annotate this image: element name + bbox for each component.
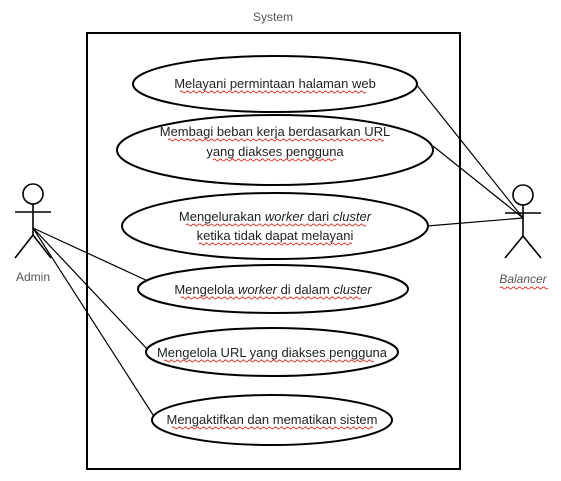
use-case-ellipse xyxy=(151,394,393,446)
actor-left-leg xyxy=(504,235,524,259)
use-case-6-text-run: Mengaktifkan dan mematikan sistem xyxy=(167,412,378,427)
association-balancer-uc3 xyxy=(426,217,524,227)
use-case-4-label: Mengelola worker di dalam cluster xyxy=(174,282,372,297)
use-case-6: Mengaktifkan dan mematikan sistem xyxy=(151,394,393,446)
use-case-3-label-line2: ketika tidak dapat melayani xyxy=(197,228,354,243)
use-case-ellipse xyxy=(137,264,409,314)
balancer-actor xyxy=(504,184,542,259)
use-case-3-label-line1: Mengelurakan worker dari cluster xyxy=(179,209,372,224)
association-balancer-uc2 xyxy=(432,145,524,219)
use-case-3-text-run: ketika tidak dapat melayani xyxy=(197,228,354,243)
balancer-associations xyxy=(415,83,524,227)
use-case-3-text-run: dari xyxy=(304,209,333,224)
use-case-2-text-run: Membagi beban kerja berdasarkan URL xyxy=(160,124,391,139)
system-boundary xyxy=(86,32,461,470)
use-case-ellipse xyxy=(116,114,434,186)
balancer-actor-label: Balancer xyxy=(499,272,547,286)
use-case-4-text-run: di dalam xyxy=(277,282,333,297)
association-admin-uc6 xyxy=(32,227,156,419)
use-case-2: Membagi beban kerja berdasarkan URL yang… xyxy=(116,114,434,186)
actor-head xyxy=(22,183,44,205)
use-case-ellipse xyxy=(145,327,399,377)
use-case-1: Melayani permintaan halaman web xyxy=(132,55,418,113)
use-case-ellipse xyxy=(132,55,418,113)
use-case-3-text-run: worker xyxy=(265,209,305,224)
spellcheck-underlines xyxy=(163,90,385,430)
actor-head xyxy=(512,184,534,206)
actor-right-leg xyxy=(32,234,52,259)
use-case-2-label-line2: yang diakses pengguna xyxy=(206,144,344,159)
use-case-4: Mengelola worker di dalam cluster xyxy=(137,264,409,314)
use-case-1-text-run: Melayani permintaan halaman web xyxy=(174,76,376,91)
use-case-4-text-run: Mengelola xyxy=(174,282,238,297)
use-case-5-text-run: Mengelola URL yang diakses pengguna xyxy=(157,345,388,360)
association-admin-uc5 xyxy=(32,227,149,351)
use-case-1-label: Melayani permintaan halaman web xyxy=(174,76,376,91)
use-case-5: Mengelola URL yang diakses pengguna xyxy=(145,327,399,377)
admin-associations xyxy=(32,227,156,419)
use-case-6-label: Mengaktifkan dan mematikan sistem xyxy=(167,412,378,427)
admin-actor xyxy=(14,183,52,259)
use-case-2-text-run: yang diakses pengguna xyxy=(206,144,344,159)
actor-left-leg xyxy=(14,234,34,259)
use-case-2-label-line1: Membagi beban kerja berdasarkan URL xyxy=(160,124,391,139)
use-case-4-text-run: cluster xyxy=(333,282,372,297)
use-case-5-label: Mengelola URL yang diakses pengguna xyxy=(157,345,388,360)
use-case-3-text-run: cluster xyxy=(333,209,372,224)
spellcheck-underline xyxy=(499,286,549,290)
admin-actor-label: Admin xyxy=(16,270,50,284)
association-balancer-uc1 xyxy=(415,83,524,219)
use-case-4-text-run: worker xyxy=(238,282,278,297)
association-admin-uc4 xyxy=(32,227,151,283)
system-name: System xyxy=(253,10,293,24)
use-case-3-text-run: Mengelurakan xyxy=(179,209,265,224)
actor-right-leg xyxy=(522,235,542,259)
